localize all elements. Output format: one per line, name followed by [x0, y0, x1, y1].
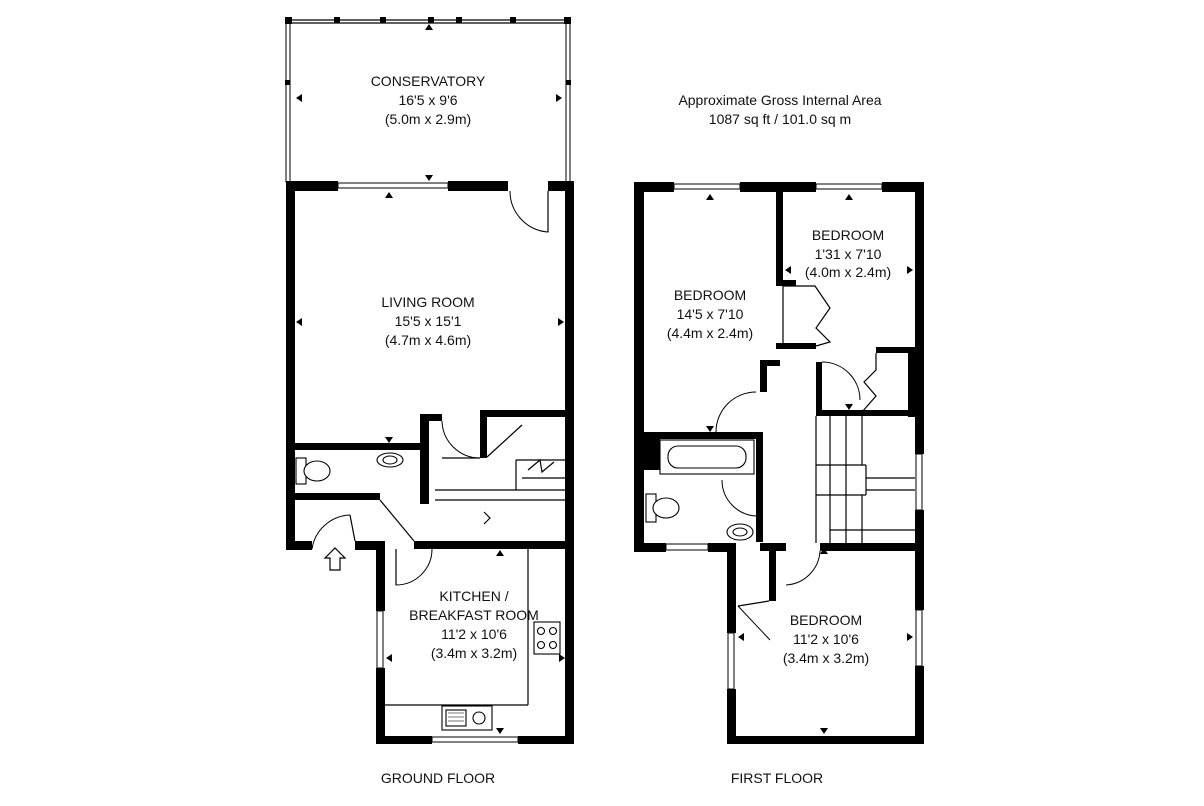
first-floor-walls [634, 182, 924, 744]
gross-area-label: Approximate Gross Internal Area 1087 sq … [678, 92, 881, 127]
area-title: Approximate Gross Internal Area [678, 92, 881, 108]
living-room-label: LIVING ROOM 15'5 x 15'1 (4.7m x 4.6m) [381, 294, 474, 348]
bedroom-bottom-name: BEDROOM [790, 612, 862, 628]
conservatory-label: CONSERVATORY 16'5 x 9'6 (5.0m x 2.9m) [371, 73, 486, 127]
conservatory-imperial: 16'5 x 9'6 [398, 92, 457, 108]
conservatory-glazing [285, 17, 571, 183]
kitchen-label: KITCHEN / BREAKFAST ROOM 11'2 x 10'6 (3.… [409, 588, 539, 661]
living-room-imperial: 15'5 x 15'1 [395, 313, 462, 329]
first-floor-label: FIRST FLOOR [731, 770, 823, 786]
ground-floor-label: GROUND FLOOR [381, 770, 495, 786]
living-room-metric: (4.7m x 4.6m) [385, 332, 471, 348]
ground-floor-plan: CONSERVATORY 16'5 x 9'6 (5.0m x 2.9m) LI… [285, 17, 574, 744]
conservatory-metric: (5.0m x 2.9m) [385, 111, 471, 127]
bedroom-left-name: BEDROOM [674, 287, 746, 303]
ground-floor-arrows [296, 24, 565, 734]
bedroom-left-label: BEDROOM 14'5 x 7'10 (4.4m x 2.4m) [667, 287, 753, 341]
kitchen-imperial: 11'2 x 10'6 [441, 626, 507, 642]
kitchen-name-line2: BREAKFAST ROOM [409, 607, 539, 623]
bedroom-top-right-metric: (4.0m x 2.4m) [805, 264, 891, 280]
kitchen-metric: (3.4m x 3.2m) [431, 645, 517, 661]
living-room-name: LIVING ROOM [381, 294, 474, 310]
bedroom-bottom-label: BEDROOM 11'2 x 10'6 (3.4m x 3.2m) [783, 612, 869, 666]
kitchen-name-line1: KITCHEN / [439, 588, 508, 604]
first-floor-details [645, 285, 915, 641]
bedroom-left-imperial: 14'5 x 7'10 [677, 306, 744, 322]
bedroom-top-right-name: BEDROOM [812, 227, 884, 243]
bedroom-top-right-imperial: 1'31 x 7'10 [815, 246, 882, 262]
bedroom-left-metric: (4.4m x 2.4m) [667, 325, 753, 341]
first-floor-arrows [706, 194, 913, 734]
ground-floor-details [295, 190, 565, 731]
bedroom-bottom-metric: (3.4m x 3.2m) [783, 650, 869, 666]
bedroom-bottom-imperial: 11'2 x 10'6 [793, 631, 859, 647]
bedroom-top-right-label: BEDROOM 1'31 x 7'10 (4.0m x 2.4m) [805, 227, 891, 280]
ground-floor-walls [286, 181, 574, 744]
first-floor-plan: BEDROOM 14'5 x 7'10 (4.4m x 2.4m) BEDROO… [634, 182, 924, 744]
conservatory-name: CONSERVATORY [371, 73, 486, 89]
area-value: 1087 sq ft / 101.0 sq m [709, 111, 851, 127]
